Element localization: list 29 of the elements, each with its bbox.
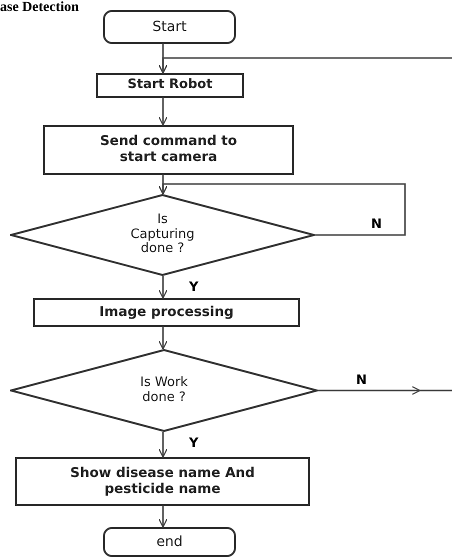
arrow xyxy=(158,98,168,126)
arrow xyxy=(318,386,421,396)
terminal-box xyxy=(103,10,236,44)
arrow xyxy=(158,506,168,528)
terminal-box xyxy=(103,527,236,557)
node-text: Image processing xyxy=(99,304,234,320)
node-text: Is Work done ? xyxy=(139,376,189,406)
arrow xyxy=(158,183,406,236)
node-text: Start xyxy=(152,18,187,36)
arrow xyxy=(158,432,168,458)
edge-label: Y xyxy=(188,437,200,450)
edge-label: N xyxy=(355,374,368,387)
node-text: Is Capturing done ? xyxy=(129,212,196,258)
process-box xyxy=(33,298,300,327)
arrow xyxy=(158,276,168,299)
process-box xyxy=(96,73,244,98)
decision-diamond xyxy=(10,194,315,276)
process-box xyxy=(15,457,310,506)
arrow xyxy=(158,327,168,350)
node-text: Show disease name And pesticide name xyxy=(69,466,256,498)
title: ase Detection xyxy=(0,0,79,16)
decision-diamond xyxy=(10,349,318,432)
node-text: Start Robot xyxy=(128,78,212,93)
process-box xyxy=(43,125,294,175)
edge-label: N xyxy=(370,218,383,231)
node-text: end xyxy=(156,534,183,550)
edge-label: Y xyxy=(188,281,200,294)
node-text: Send command to start camera xyxy=(98,134,238,166)
arrow xyxy=(158,57,452,74)
